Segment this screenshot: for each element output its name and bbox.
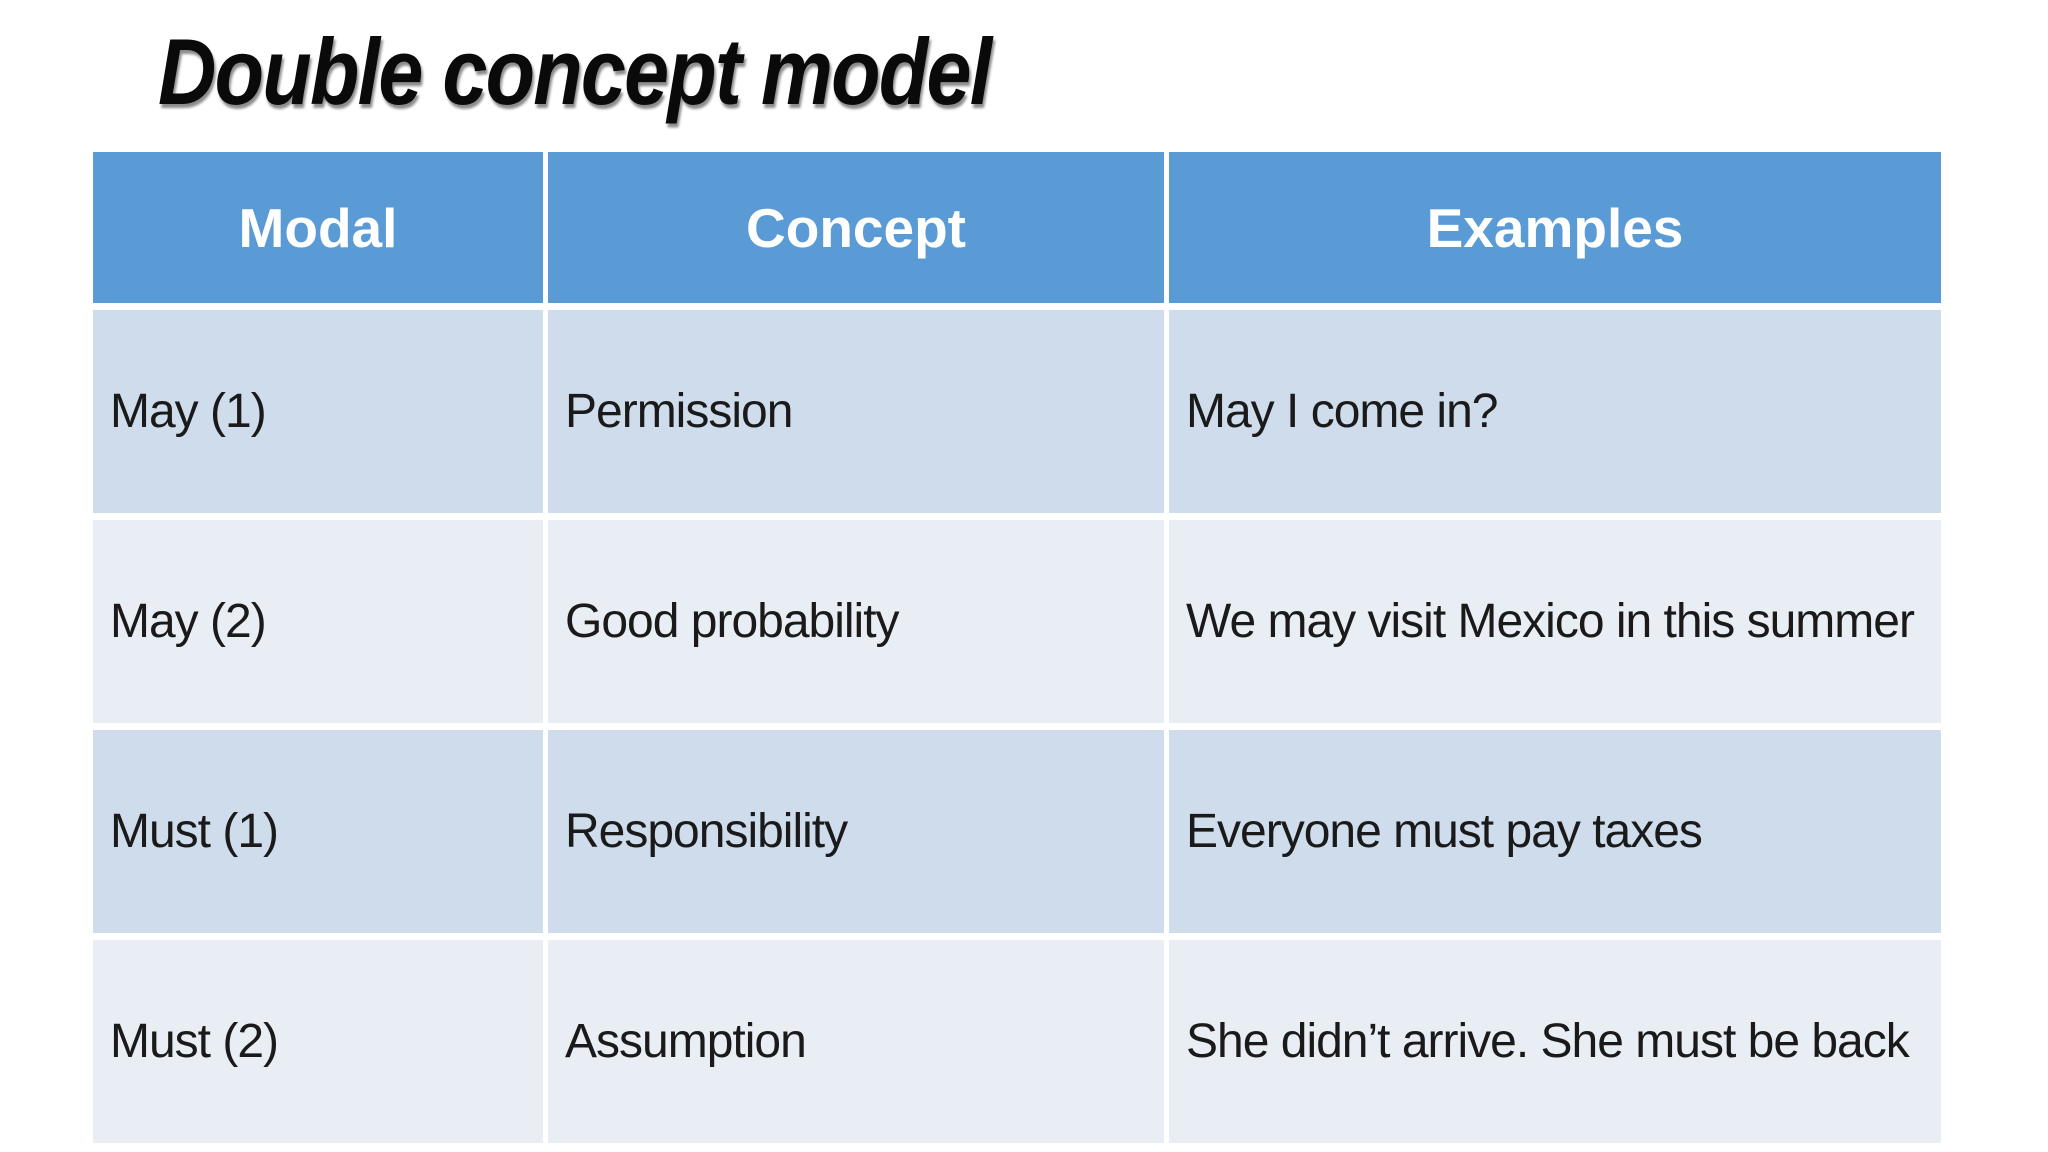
column-header-modal: Modal (93, 152, 543, 303)
page-title: Double concept model (158, 19, 992, 124)
column-header-examples: Examples (1169, 152, 1941, 303)
column-header-concept: Concept (548, 152, 1164, 303)
table-row-3-concept-cell: Responsibility (548, 730, 1164, 933)
table-row-1-example-cell: May I come in? (1169, 310, 1941, 513)
table-row-4-example-cell: She didn’t arrive. She must be back (1169, 940, 1941, 1143)
table-row-4-modal-cell: Must (2) (93, 940, 543, 1143)
table-row-2-concept-cell: Good probability (548, 520, 1164, 723)
table-row-1-modal-cell: May (1) (93, 310, 543, 513)
table-row-1-concept-cell: Permission (548, 310, 1164, 513)
table-row-2-example-cell: We may visit Mexico in this summer (1169, 520, 1941, 723)
table-row-3-modal-cell: Must (1) (93, 730, 543, 933)
table-row-3-example-cell: Everyone must pay taxes (1169, 730, 1941, 933)
table-row-2-modal-cell: May (2) (93, 520, 543, 723)
table-row-4-concept-cell: Assumption (548, 940, 1164, 1143)
modal-concept-table: Modal Concept Examples May (1) Permissio… (93, 152, 1945, 1143)
